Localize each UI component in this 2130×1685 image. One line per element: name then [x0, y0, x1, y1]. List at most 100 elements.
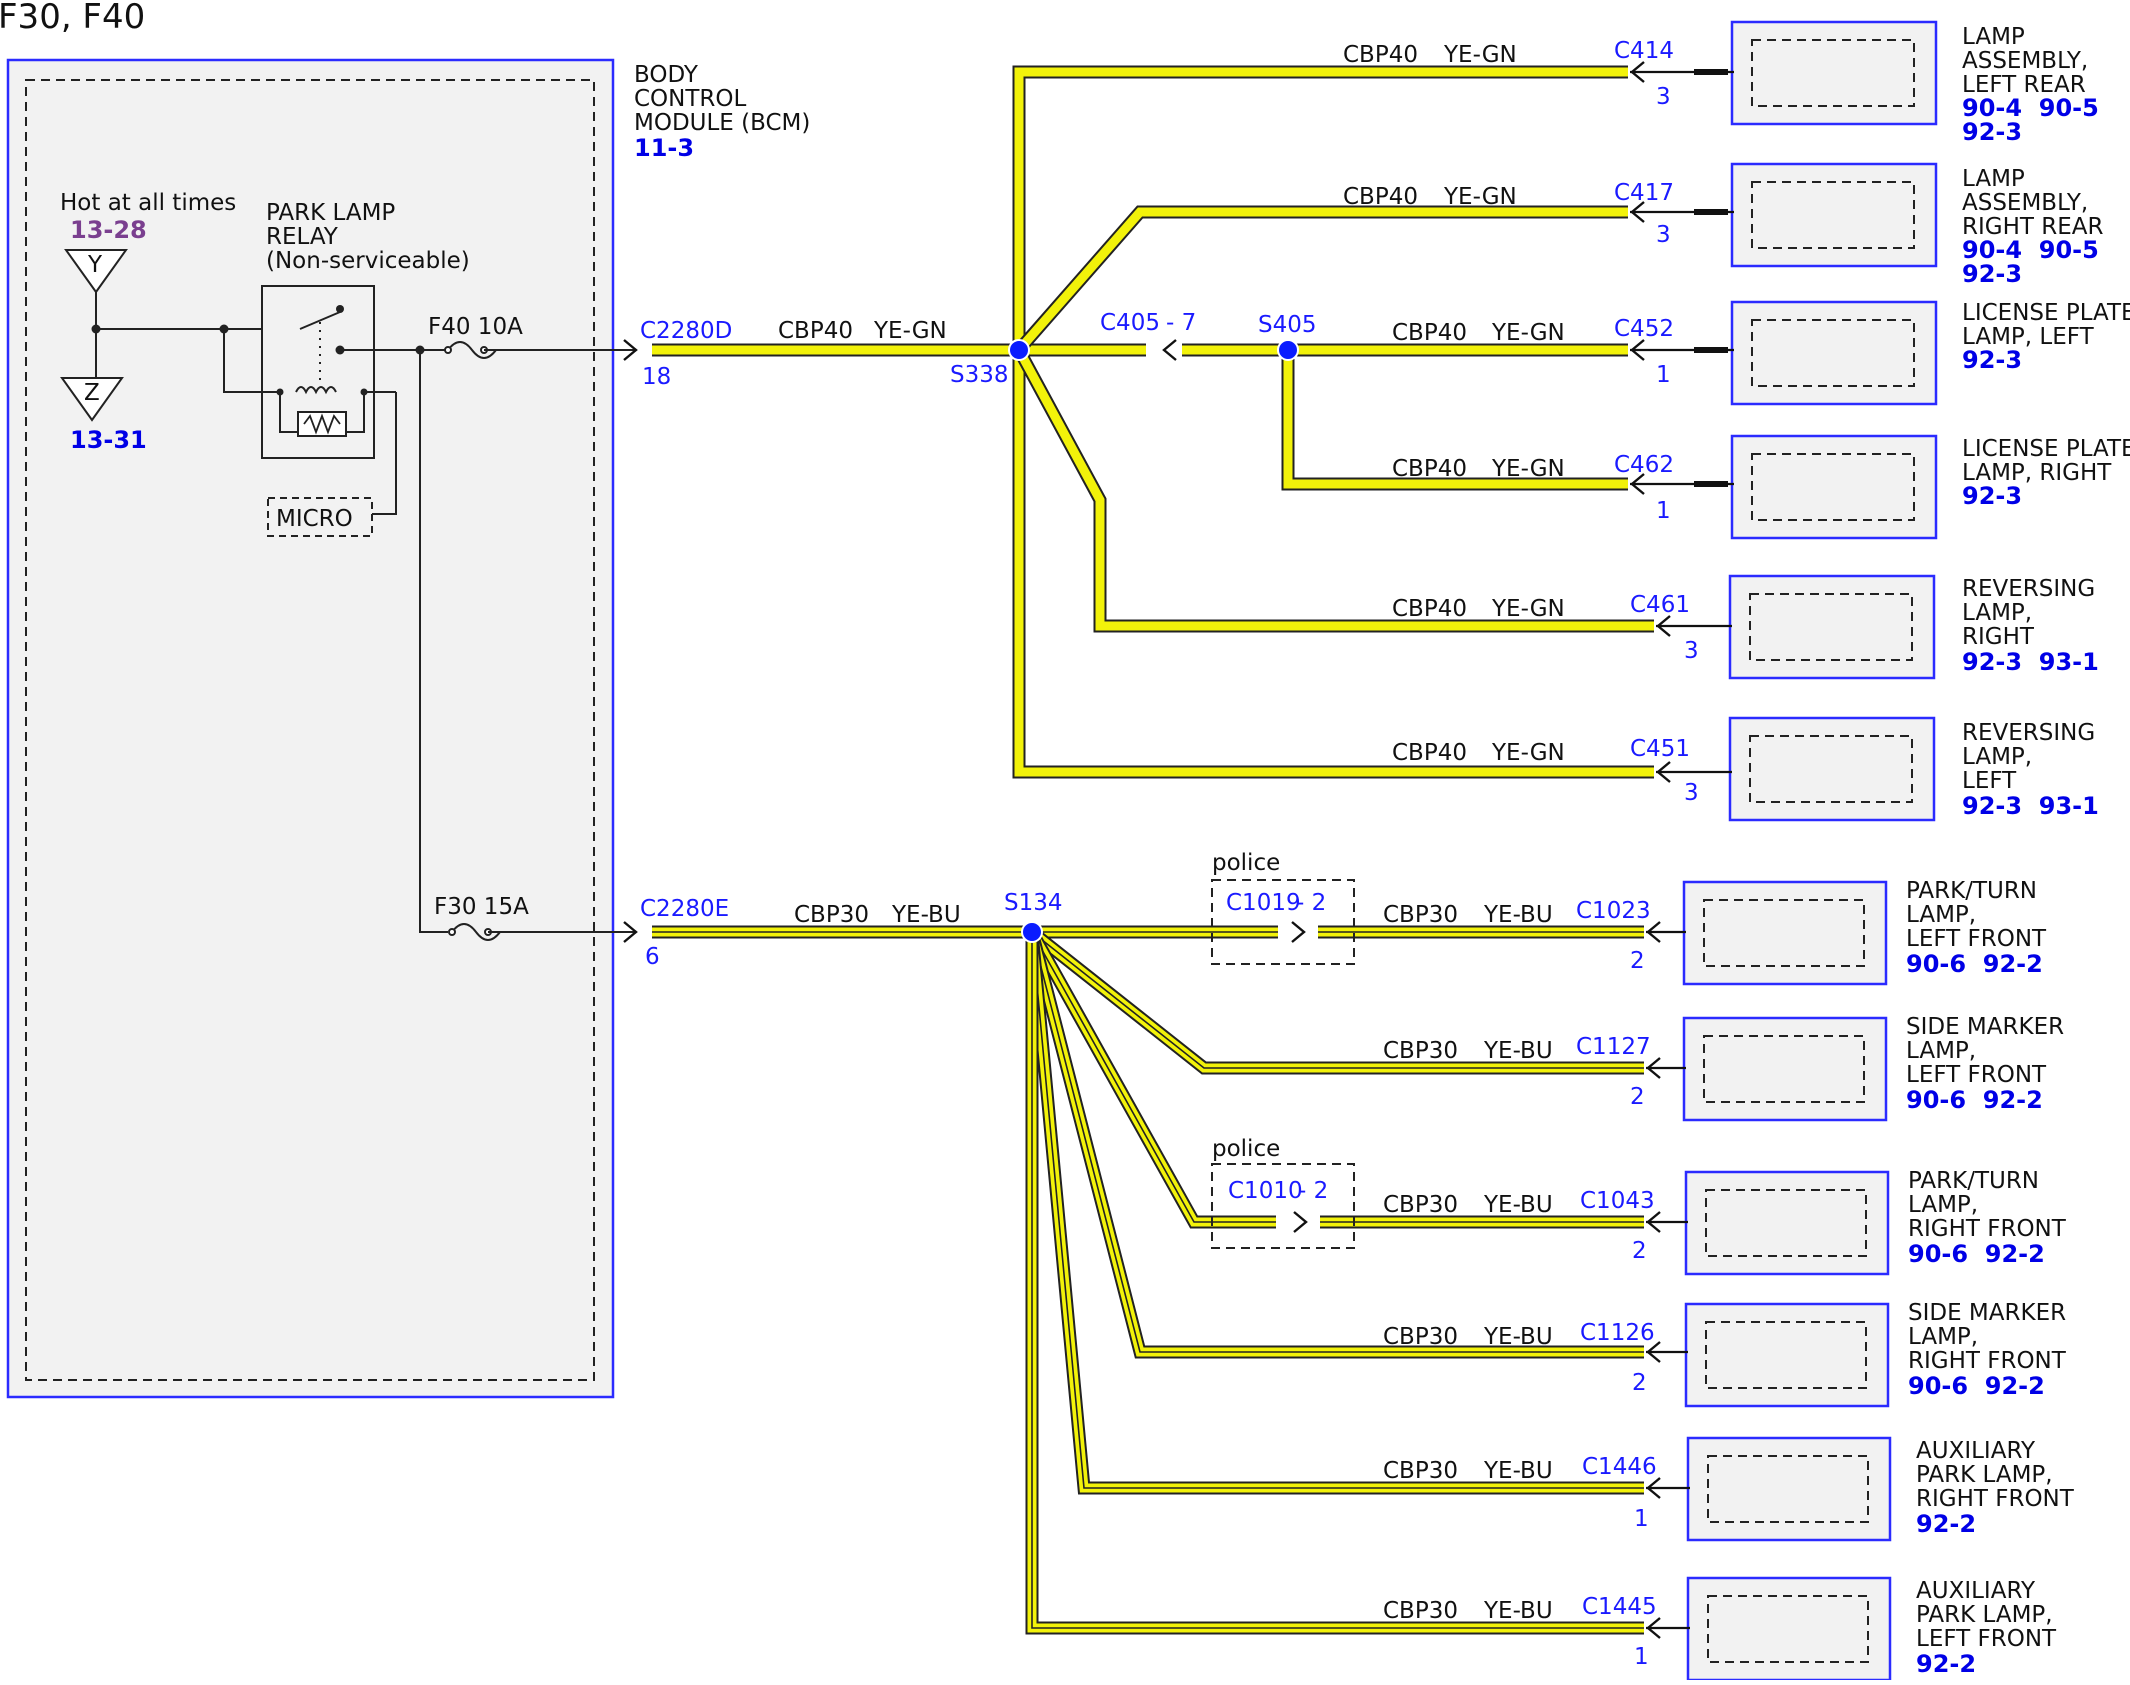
front-load-name-2: LAMP, — [1908, 1192, 1978, 1218]
police-connector: C1010 — [1228, 1178, 1303, 1204]
rear-load-name-2: LAMP, LEFT — [1962, 324, 2095, 350]
front-load-box — [1686, 1576, 1892, 1682]
rear-load-circuit: CBP40 — [1392, 320, 1467, 346]
front-load-name-3: RIGHT FRONT — [1916, 1486, 2075, 1512]
c1010-arrow-icon — [1293, 1211, 1308, 1233]
load-components — [623, 20, 1938, 1682]
police-connector-pin: - 2 — [1296, 890, 1326, 916]
relay-output-node — [335, 345, 345, 355]
rear-load-name-2: LAMP, RIGHT — [1962, 460, 2112, 486]
rear-load-name-2: LAMP, — [1962, 600, 2032, 626]
s134-splice — [1021, 921, 1043, 943]
front-load-connector: C1023 — [1576, 898, 1651, 924]
front-load-pin: 2 — [1632, 1238, 1647, 1264]
front-load-pin: 1 — [1634, 1644, 1649, 1670]
s134-to-c1127-harness — [1027, 926, 1644, 1075]
rear-load-arrow-icon — [1630, 201, 1645, 223]
front-load-arrow-icon — [1646, 1477, 1661, 1499]
front-load-box — [1684, 1170, 1890, 1276]
s405-to-c462-harness — [1281, 350, 1628, 491]
rear-load-name-1: LICENSE PLATE — [1962, 300, 2130, 326]
front-load-c1127: CBP30 YE-BU C1127 2 SIDE MARKER LAMP, LE… — [1383, 1014, 2064, 1114]
fuse-f40-label: F40 10A — [428, 314, 523, 340]
relay-label-line-2: RELAY — [266, 224, 339, 250]
front-load-box — [1684, 1302, 1890, 1408]
front-load-name-2: LAMP, — [1908, 1324, 1978, 1350]
front-load-name-1: SIDE MARKER — [1906, 1014, 2064, 1040]
s134-to-c1126-harness — [1025, 930, 1644, 1359]
z-symbol: Z — [84, 380, 100, 406]
rear-load-circuit: CBP40 — [1392, 596, 1467, 622]
relay-label-line-1: PARK LAMP — [266, 200, 395, 226]
rear-load-color: YE-GN — [1443, 42, 1517, 68]
rear-load-name-2: ASSEMBLY, — [1962, 190, 2088, 216]
front-load-name-1: AUXILIARY — [1916, 1578, 2036, 1604]
rear-load-ref-1: 90-4 90-5 — [1962, 236, 2099, 264]
c2280d-circuit: CBP40 — [778, 318, 853, 344]
police-box-c1010 — [1211, 1163, 1355, 1249]
bcm-module — [6, 58, 615, 1399]
front-load-name-1: AUXILIARY — [1916, 1438, 2036, 1464]
rear-load-c452: CBP40 YE-GN C452 1 LICENSE PLATE LAMP, L… — [1392, 300, 2130, 388]
rear-load-name-3: LEFT REAR — [1962, 72, 2086, 98]
s338-to-c461-harness — [1013, 346, 1654, 633]
police-label: police — [1212, 850, 1280, 876]
rear-load-name-3: RIGHT REAR — [1962, 214, 2103, 240]
rear-load-name-3: LEFT — [1962, 768, 2017, 794]
rear-load-ref-1: 92-3 93-1 — [1962, 792, 2099, 820]
front-load-box — [1682, 880, 1888, 986]
front-load-name-3: LEFT FRONT — [1906, 1062, 2047, 1088]
rear-load-color: YE-GN — [1491, 596, 1565, 622]
rear-load-color: YE-GN — [1491, 740, 1565, 766]
rear-load-pin: 3 — [1656, 222, 1671, 248]
rear-load-name-1: LICENSE PLATE — [1962, 436, 2130, 462]
rear-load-ref-2: 92-3 — [1962, 260, 2022, 288]
rear-load-ref-1: 92-3 93-1 — [1962, 648, 2099, 676]
front-load-color: YE-BU — [1483, 1458, 1553, 1484]
rear-load-name-3: RIGHT — [1962, 624, 2035, 650]
c405-label: C405 — [1100, 310, 1160, 336]
rear-load-pin: 1 — [1656, 362, 1671, 388]
rear-load-box — [1728, 574, 1936, 680]
rear-load-box — [1730, 20, 1938, 126]
front-load-circuit: CBP30 — [1383, 1038, 1458, 1064]
front-load-ref-1: 92-2 — [1916, 1650, 1976, 1678]
c2280e-circuit: CBP30 — [794, 902, 869, 928]
c2280d-color: YE-GN — [873, 318, 947, 344]
z-connector-icon — [60, 377, 124, 422]
front-load-arrow-icon — [1646, 1617, 1661, 1639]
front-load-ref-1: 90-6 92-2 — [1906, 950, 2043, 978]
front-load-name-3: LEFT FRONT — [1906, 926, 2047, 952]
rear-load-pin: 3 — [1684, 780, 1699, 806]
front-load-arrow-icon — [1646, 1057, 1661, 1079]
front-load-ref-1: 90-6 92-2 — [1906, 1086, 2043, 1114]
rear-load-connector: C461 — [1630, 592, 1690, 618]
rear-load-pin: 3 — [1656, 84, 1671, 110]
bcm-label-line-1: BODY — [634, 62, 699, 88]
c2280d-arrow-icon — [623, 339, 638, 361]
rear-load-box — [1730, 300, 1938, 406]
front-load-name-3: LEFT FRONT — [1916, 1626, 2057, 1652]
c2280d-pin: 18 — [642, 364, 671, 390]
y-connector-icon — [64, 249, 128, 294]
rear-load-c461: CBP40 YE-GN C461 3 REVERSING LAMP, RIGHT… — [1392, 576, 2099, 676]
c2280e-arrow-icon — [623, 921, 638, 943]
front-load-name-1: PARK/TURN — [1906, 878, 2037, 904]
rear-load-box — [1728, 716, 1936, 822]
front-load-connector: C1127 — [1576, 1034, 1651, 1060]
hot-ref: 13-28 — [70, 216, 147, 244]
diagram-title: F30, F40 — [0, 0, 145, 37]
front-load-color: YE-BU — [1483, 1192, 1553, 1218]
front-load-circuit: CBP30 — [1383, 1458, 1458, 1484]
s338-label: S338 — [950, 362, 1009, 388]
c405-arrow-icon — [1162, 339, 1177, 361]
rear-load-arrow-icon — [1630, 473, 1645, 495]
s134-to-c1445-harness — [1025, 932, 1644, 1635]
front-load-name-3: RIGHT FRONT — [1908, 1216, 2067, 1242]
front-load-connector: C1043 — [1580, 1188, 1655, 1214]
micro-box — [267, 497, 373, 537]
front-load-ref-1: 92-2 — [1916, 1510, 1976, 1538]
front-load-ref-1: 90-6 92-2 — [1908, 1372, 2045, 1400]
front-load-box — [1682, 1016, 1888, 1122]
